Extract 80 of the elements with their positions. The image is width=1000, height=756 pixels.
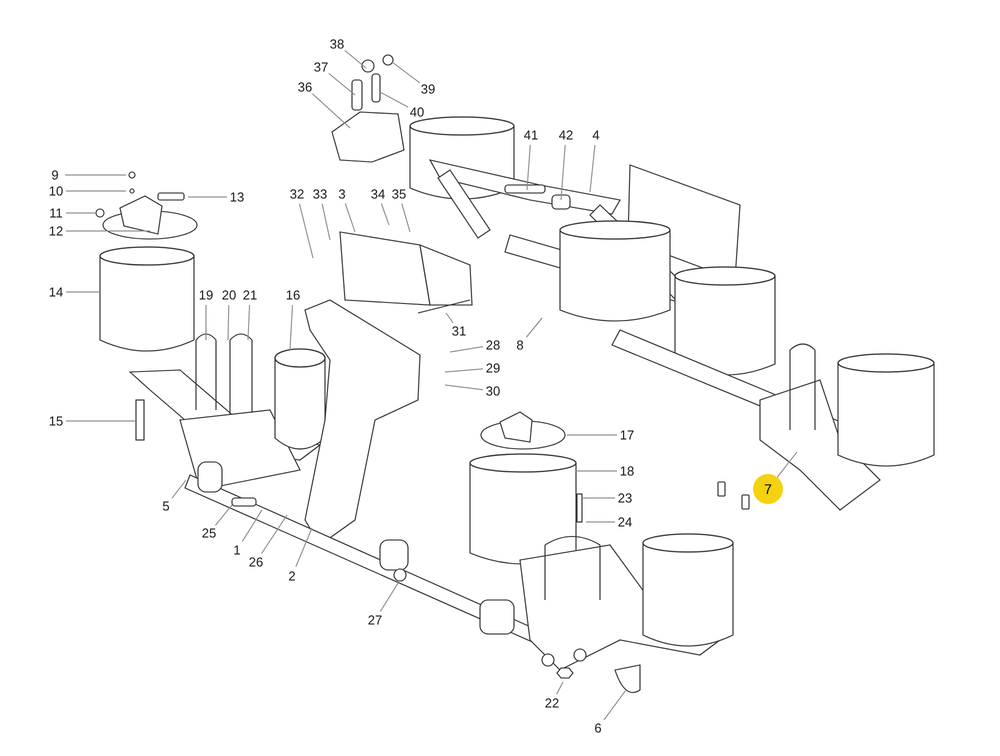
callout-number: 39 — [420, 82, 436, 96]
callout-number: 33 — [312, 188, 328, 200]
leader-line — [446, 312, 454, 324]
leader-line — [401, 203, 410, 232]
callout-number: 6 — [593, 722, 603, 734]
leader-line — [322, 203, 330, 240]
leader-line — [172, 480, 186, 499]
leader-line — [228, 304, 230, 340]
leader-line — [444, 384, 484, 390]
leader-line — [242, 510, 262, 542]
callout-number: 42 — [558, 128, 574, 142]
callout-number: 30 — [484, 384, 502, 398]
leader-line — [556, 682, 564, 695]
leader-line — [776, 452, 798, 478]
callout-number: 31 — [450, 324, 468, 338]
leader-line — [392, 62, 420, 84]
callout-number: 37 — [312, 60, 330, 74]
callout-number: 1 — [232, 544, 242, 556]
leader-line — [214, 504, 232, 526]
callout-number: 28 — [484, 338, 502, 352]
leader-line — [526, 318, 542, 338]
callout-number: 20 — [220, 288, 238, 302]
leader-line — [344, 202, 356, 232]
leader-line — [66, 420, 136, 422]
leader-line — [380, 580, 400, 612]
leader-line — [261, 514, 288, 554]
callout-number: 34 — [370, 188, 386, 200]
callout-number: 22 — [544, 696, 560, 710]
callout-number: 21 — [242, 288, 258, 302]
leader-line — [188, 196, 228, 198]
callout-number: 24 — [616, 516, 634, 528]
callout-number: 19 — [198, 288, 214, 302]
leader-line — [290, 304, 293, 350]
leader-line — [560, 144, 566, 200]
leader-line — [380, 202, 390, 226]
leader-line — [312, 93, 350, 128]
callout-number: 5 — [161, 500, 171, 512]
callout-number: 17 — [618, 428, 636, 442]
callout-number: 3 — [337, 188, 347, 200]
leader-line — [66, 230, 150, 232]
callout-number: 10 — [48, 184, 64, 198]
callout-number: 16 — [284, 288, 302, 302]
leader-line — [64, 174, 126, 176]
callout-number: 41 — [522, 128, 540, 142]
callout-number: 15 — [48, 414, 64, 428]
callout-number: 35 — [390, 188, 408, 200]
callout-number: 4 — [591, 128, 601, 142]
callout-number: 27 — [366, 614, 384, 626]
callout-number: 18 — [618, 464, 636, 478]
leader-line — [248, 304, 250, 340]
highlighted-callout: 7 — [753, 474, 783, 504]
callout-number: 11 — [48, 206, 64, 220]
callout-number: 40 — [408, 106, 426, 118]
callout-number: 12 — [48, 224, 64, 238]
leader-line — [298, 203, 314, 258]
leader-line — [603, 690, 626, 720]
leader-line — [295, 528, 312, 568]
callout-number: 9 — [50, 168, 60, 182]
callout-number: 14 — [48, 286, 64, 298]
leader-line — [444, 368, 484, 372]
leader-line — [576, 470, 618, 472]
leader-line — [344, 50, 366, 68]
callout-number: 13 — [228, 190, 246, 204]
leader-line — [66, 190, 126, 192]
leader-line — [590, 144, 596, 192]
callout-number: 8 — [515, 338, 525, 352]
callout-number: 23 — [616, 492, 634, 504]
callout-number: 38 — [328, 38, 346, 50]
leader-line — [450, 346, 484, 352]
leader-line — [328, 72, 356, 96]
callout-number: 36 — [296, 80, 314, 94]
callout-number: 32 — [288, 188, 306, 200]
leader-line — [566, 434, 618, 436]
leader-line — [66, 212, 96, 214]
leader-line — [380, 92, 409, 108]
leader-line — [526, 144, 531, 190]
callout-number: 25 — [200, 526, 218, 540]
callout-number: 29 — [484, 362, 502, 374]
callout-number: 26 — [248, 556, 264, 568]
callout-number: 2 — [287, 570, 297, 582]
